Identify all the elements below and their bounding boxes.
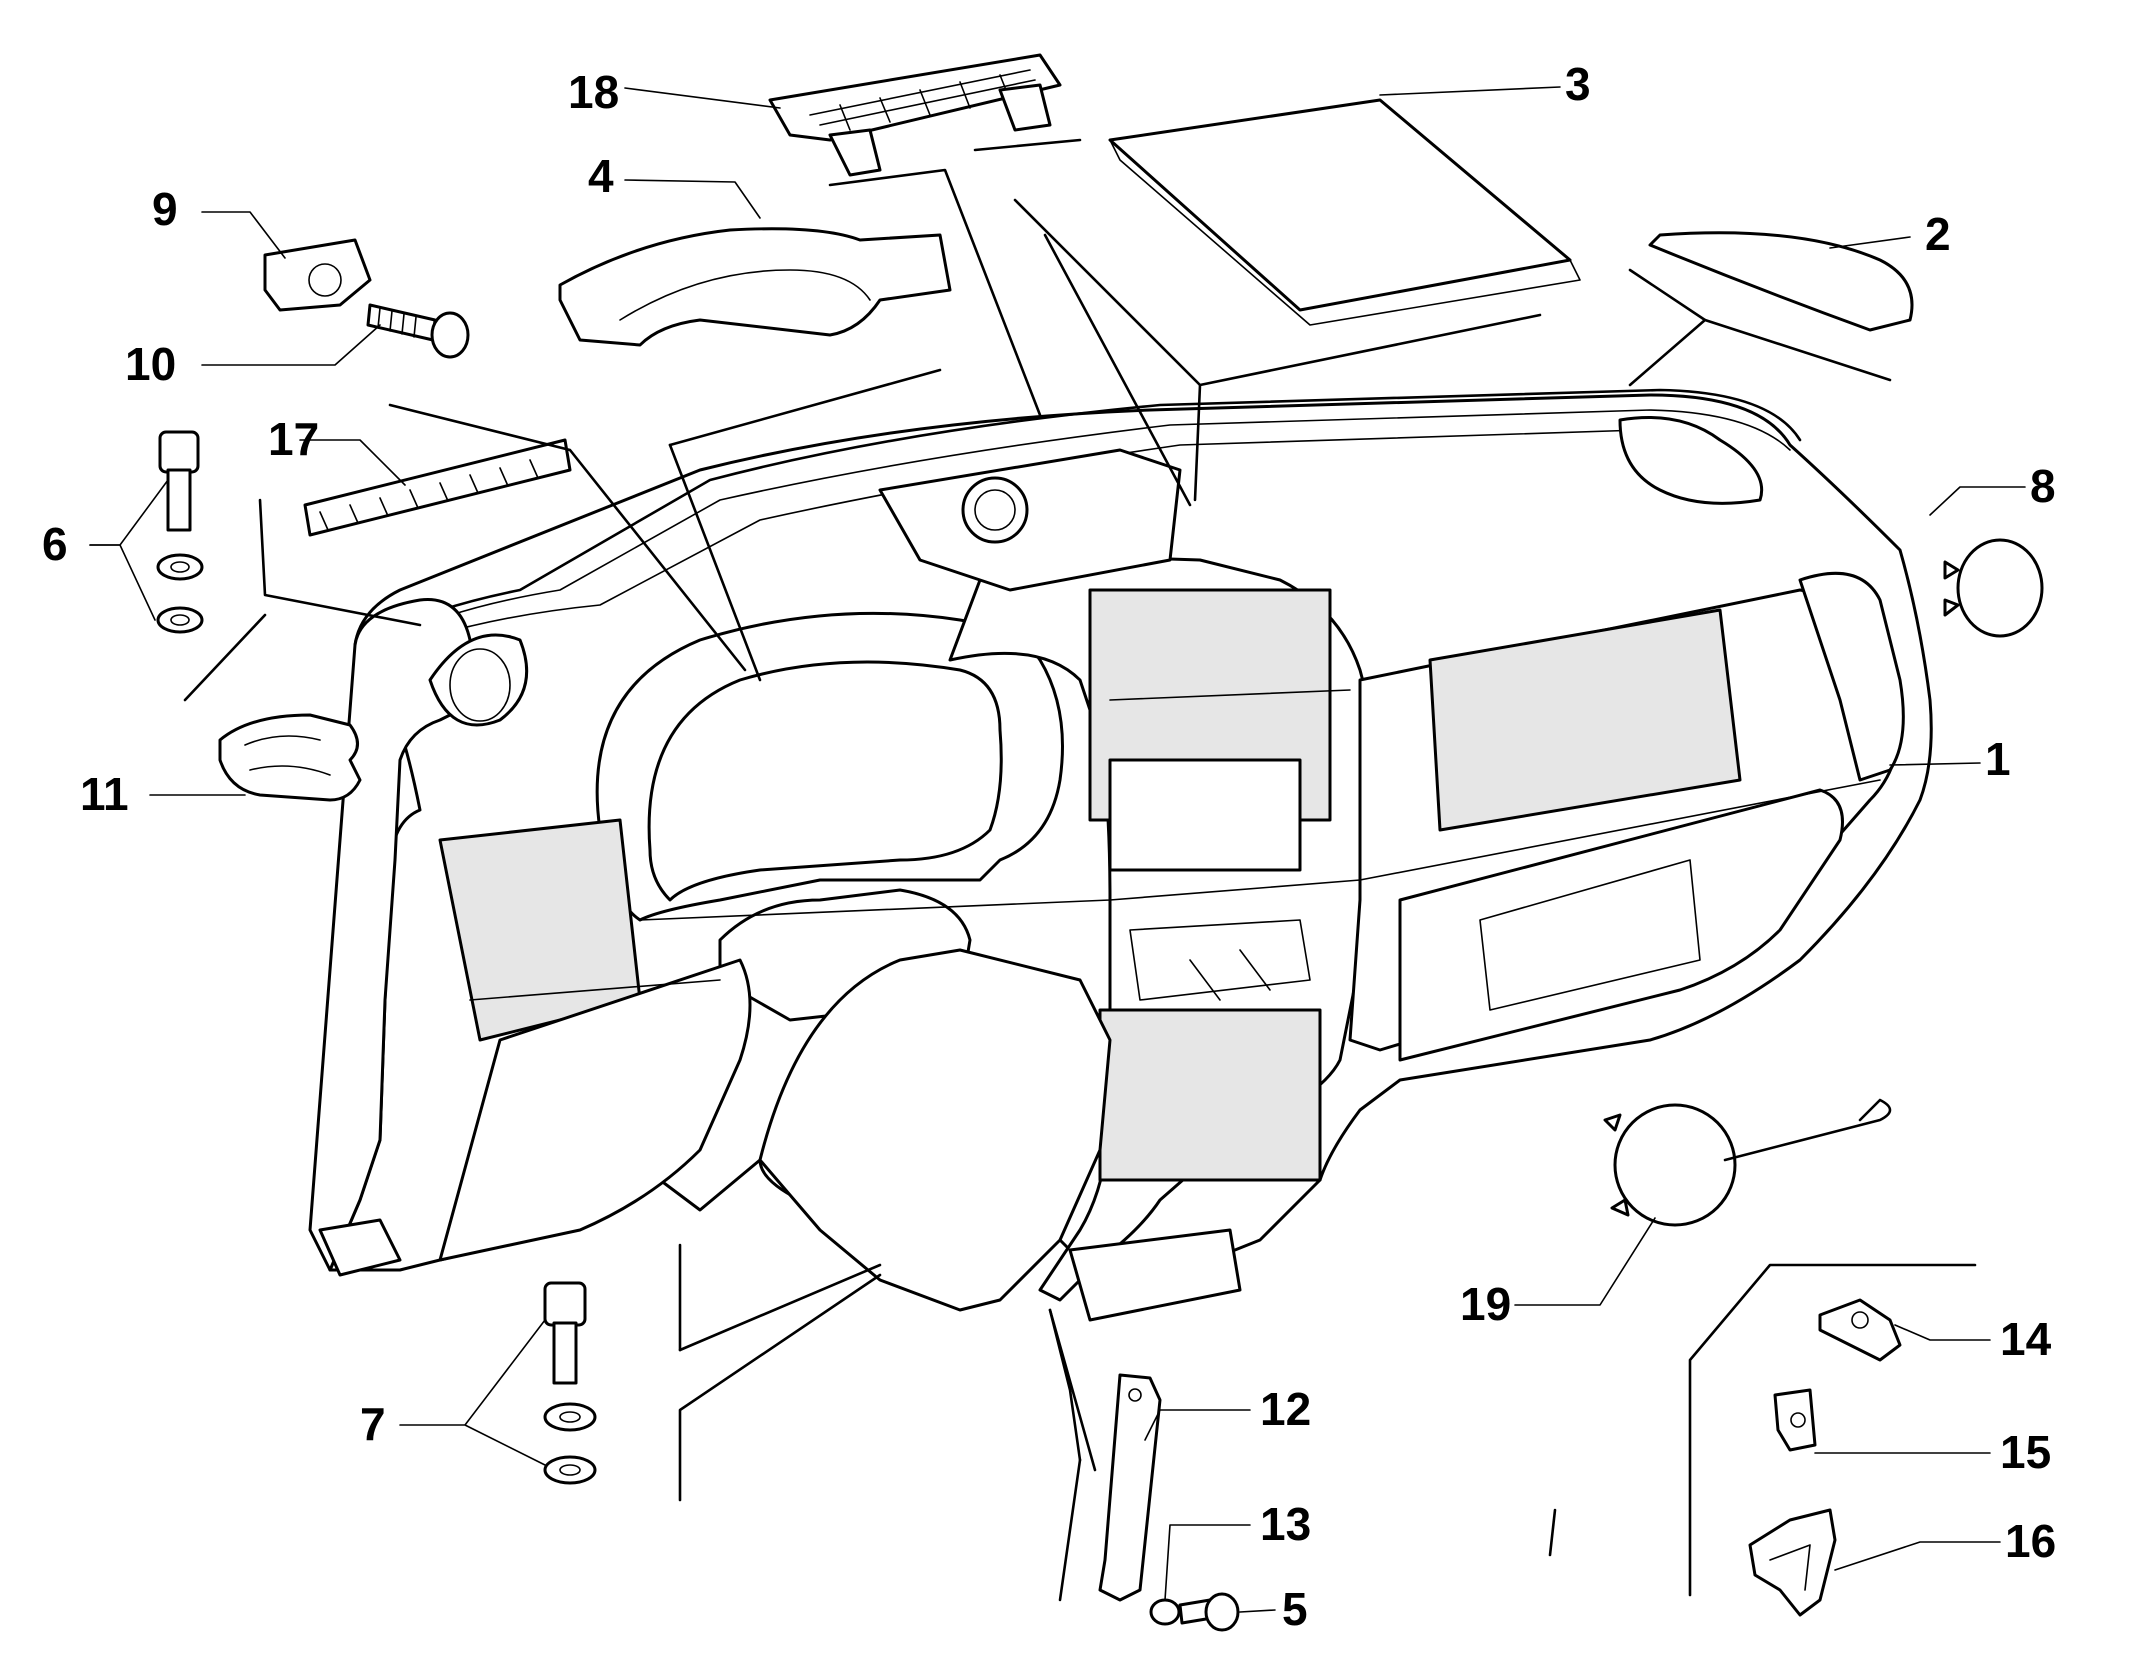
nut-clip-part-15 [1773, 1388, 1817, 1452]
assembly-guide-lines [183, 138, 1977, 1602]
clip-part-9-hole [308, 263, 342, 297]
right-end-panel [1798, 571, 1905, 782]
round-cap-part-8 [1943, 538, 2044, 638]
bracket-part-11 [218, 713, 362, 802]
side-cover-panel [1648, 231, 1914, 332]
callout-10: 10 [125, 338, 176, 390]
strap-bracket-hole [1128, 1388, 1142, 1402]
callout-labels: 1 2 3 4 5 6 7 8 9 10 11 12 13 14 15 16 1… [42, 58, 2056, 1635]
dashboard-assembly [308, 388, 1933, 1322]
glovebox-lower-detail [1479, 859, 1701, 1011]
console-detail-2 [1189, 949, 1271, 1001]
screw-part-10 [366, 303, 470, 359]
beam-line-1 [639, 779, 1881, 921]
beam-line-2 [469, 979, 721, 1001]
driver-side-vent-ring [449, 648, 511, 722]
top-cover-panel-edge [1109, 139, 1581, 326]
clip-part-14-hole [1851, 1311, 1869, 1329]
defroster-strip-slats [319, 459, 539, 531]
callout-14: 14 [2000, 1313, 2052, 1365]
clip-part-9 [263, 238, 372, 312]
left-bottom-bracket [318, 1218, 402, 1277]
cap-with-wire-part-19 [1603, 1098, 1892, 1227]
bolt-set-part-6 [156, 430, 204, 634]
callout-11: 11 [80, 768, 129, 820]
defroster-strip [303, 438, 572, 537]
callout-3: 3 [1565, 58, 1591, 110]
glovebox-lower-frame [1398, 788, 1844, 1062]
air-duct-inner [619, 269, 871, 321]
bolt-set-part-7 [543, 1281, 597, 1485]
callout-9: 9 [152, 183, 178, 235]
defroster-grille-foot-left [828, 128, 882, 177]
clip-part-16-detail [1769, 1544, 1811, 1591]
lower-center-bracket [1068, 1228, 1242, 1322]
console-radio-slot [1108, 758, 1302, 872]
callout-1: 1 [1985, 733, 2011, 785]
callout-13: 13 [1260, 1498, 1311, 1550]
central-vent-housing [878, 448, 1182, 592]
clip-part-16 [1748, 1508, 1837, 1617]
left-knee-bolster [438, 958, 752, 1262]
callout-7: 7 [360, 1398, 386, 1450]
cluster-opening [647, 660, 1003, 902]
callout-5: 5 [1282, 1583, 1308, 1635]
callout-17: 17 [268, 413, 319, 465]
washer-part-13 [1149, 1598, 1181, 1626]
callout-8: 8 [2030, 460, 2056, 512]
central-vent-ring-inner [974, 489, 1016, 531]
passenger-side-vent [1618, 416, 1764, 505]
clip-part-14 [1818, 1298, 1902, 1362]
bracket-part-11-detail [244, 735, 331, 776]
air-duct [558, 227, 952, 347]
dashboard-top-ridge-inner [389, 409, 1791, 641]
leader-lines [89, 86, 2026, 1613]
callout-15: 15 [2000, 1426, 2051, 1478]
callout-6: 6 [42, 518, 68, 570]
callout-2: 2 [1925, 208, 1951, 260]
console-detail-1 [1129, 919, 1311, 1001]
callout-16: 16 [2005, 1515, 2056, 1567]
beam-line-3 [1109, 689, 1351, 701]
screw-part-5 [1178, 1592, 1240, 1632]
console-lower-cavity [1098, 1008, 1322, 1182]
glovebox-opening [1428, 608, 1742, 832]
callout-4: 4 [588, 150, 614, 202]
defroster-grille [768, 53, 1062, 142]
strap-bracket-part-12 [1098, 1373, 1162, 1602]
callout-12: 12 [1260, 1383, 1311, 1435]
callout-18: 18 [568, 66, 619, 118]
nut-clip-part-15-hole [1790, 1412, 1806, 1428]
column-shroud [758, 948, 1112, 1312]
defroster-grille-foot-right [998, 83, 1052, 132]
central-vent-ring [961, 476, 1029, 544]
callout-19: 19 [1460, 1278, 1511, 1330]
top-cover-panel [1108, 98, 1572, 312]
defroster-grille-slats [809, 69, 1036, 131]
